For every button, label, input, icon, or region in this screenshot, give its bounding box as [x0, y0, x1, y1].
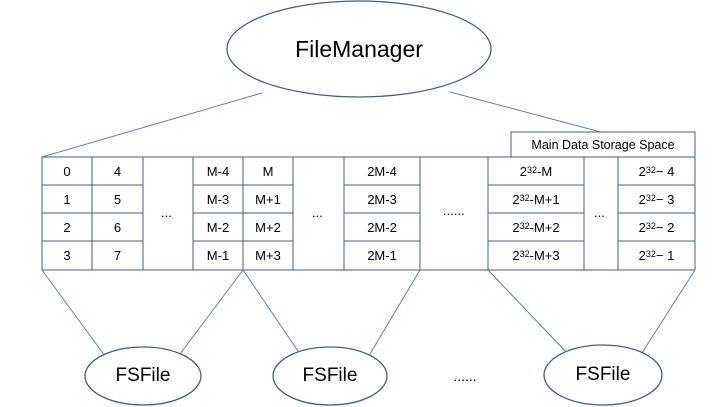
file-links	[41, 269, 696, 357]
address-cell: 1	[63, 191, 71, 207]
address-cell: M-3	[206, 191, 230, 207]
fsfile-node-2	[272, 346, 388, 406]
address-cell: M-4	[206, 163, 230, 179]
row-separators	[42, 184, 695, 242]
storage-label: Main Data Storage Space	[531, 137, 675, 152]
column-ellipsis-1: ...	[161, 205, 172, 220]
address-cell: 2M-3	[367, 191, 397, 207]
address-cell: M	[262, 163, 274, 179]
fsfile-label-1: FSFile	[115, 365, 171, 386]
address-cell: M+1	[255, 191, 281, 207]
address-cell: 6	[113, 219, 122, 235]
column-ellipsis-4: ...	[594, 205, 605, 220]
column-ellipsis-2: ...	[312, 205, 323, 220]
fsfile-ellipsis: ......	[453, 368, 477, 384]
address-cell: 2M-2	[367, 219, 397, 235]
address-cell: M-2	[206, 219, 230, 235]
column-ellipsis-3: ......	[443, 203, 465, 218]
filemanager-label: FileManager	[295, 35, 423, 62]
address-cell: 7	[113, 247, 122, 263]
address-cell: M-1	[206, 247, 230, 263]
address-cell: 2	[63, 219, 71, 235]
filemanager-node	[226, 0, 492, 98]
manager-link-left	[41, 92, 263, 158]
address-cell: M+2	[255, 219, 281, 235]
address-cell: 0	[63, 163, 71, 179]
address-cell: 3	[63, 247, 71, 263]
address-cell: 5	[113, 191, 122, 207]
address-cell: 4	[113, 163, 122, 179]
fsfile-label-3: FSFile	[575, 364, 631, 385]
storage-label-box	[510, 131, 696, 158]
fsfile-label-2: FSFile	[302, 365, 358, 386]
address-cell: 2M-1	[367, 247, 397, 263]
address-cell: M+3	[255, 247, 281, 263]
address-cell: 2M-4	[367, 163, 397, 179]
fsfile-node-1	[84, 346, 202, 406]
fsfile-node-3	[543, 344, 663, 406]
